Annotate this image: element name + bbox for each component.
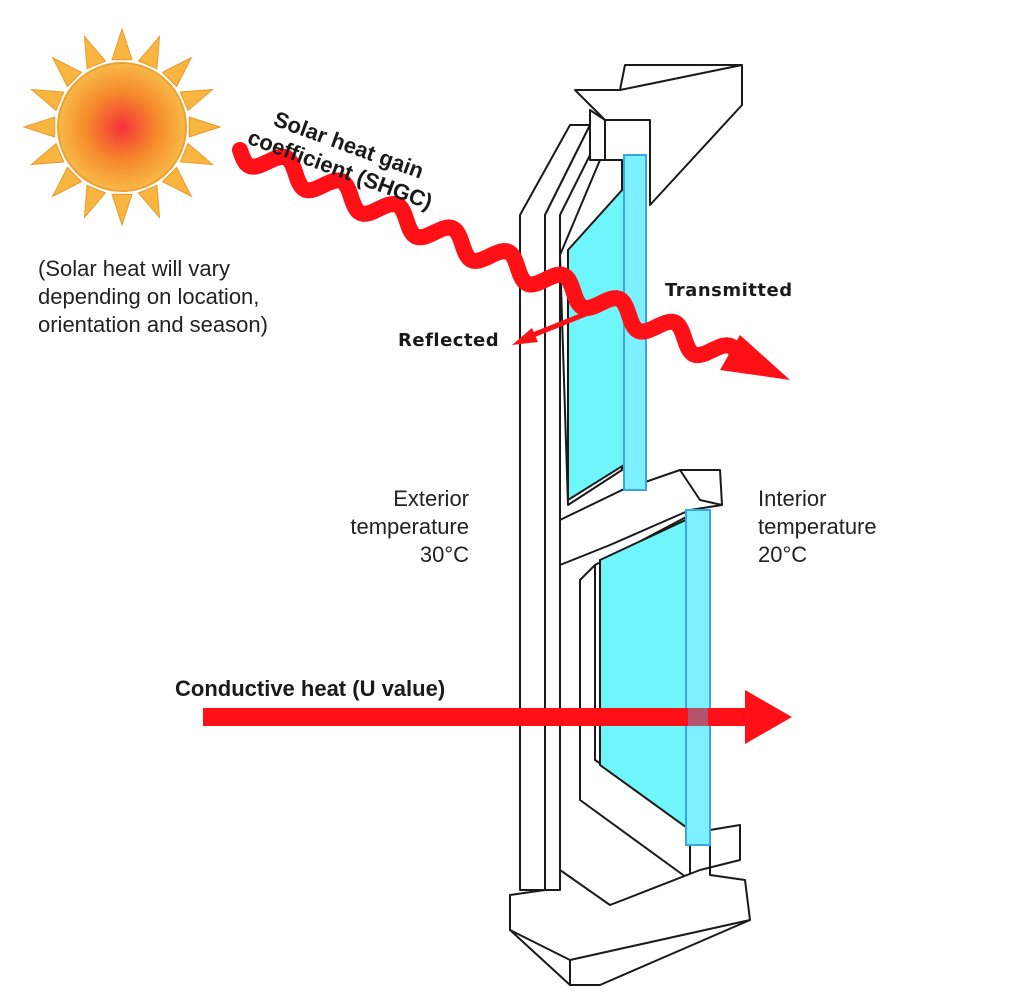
sun-ray xyxy=(179,142,215,166)
reflected-arrow-line xyxy=(527,302,609,340)
solar-wave xyxy=(232,142,748,370)
sun-ray xyxy=(29,88,65,112)
sill xyxy=(509,824,751,986)
sill-top-edge xyxy=(569,919,751,961)
sun-ray xyxy=(111,193,133,227)
head-edge xyxy=(619,64,743,91)
exterior-line2: temperature xyxy=(350,514,469,539)
solar-arrowhead xyxy=(720,335,790,380)
head-frame xyxy=(574,64,743,206)
sun-ray xyxy=(137,34,161,70)
solar-note-line1: (Solar heat will vary xyxy=(38,256,230,281)
sun-ray xyxy=(188,116,222,138)
interior-line3: 20°C xyxy=(758,542,808,567)
conductive-heat-label: Conductive heat (U value) xyxy=(175,676,446,701)
conductive-arrowhead xyxy=(745,690,792,744)
interior-line2: temperature xyxy=(758,514,877,539)
conductive-shaft xyxy=(203,708,748,726)
exterior-line1: Exterior xyxy=(393,486,469,511)
sun-ray xyxy=(22,116,56,138)
straight-arrow-icon xyxy=(203,690,792,744)
interior-temperature: Interior temperature 20°C xyxy=(758,485,877,569)
sun-icon xyxy=(22,27,222,227)
interior-line1: Interior xyxy=(758,486,827,511)
wavy-arrow-icon xyxy=(232,142,790,380)
conductive-glass-overlap xyxy=(688,708,708,726)
sun-ray xyxy=(137,184,161,220)
meeting-rail-edge xyxy=(679,469,723,506)
sun-ray xyxy=(51,166,83,198)
exterior-line3: 30°C xyxy=(419,542,469,567)
sun-ray xyxy=(83,184,107,220)
reflected-arrowhead xyxy=(512,328,538,345)
solar-note-line3: orientation and season) xyxy=(38,312,268,337)
sun-rays xyxy=(22,27,222,227)
sun-ray xyxy=(111,27,133,61)
lower-glass-edge xyxy=(685,509,711,846)
sun-ray xyxy=(29,142,65,166)
solar-note: (Solar heat will vary depending on locat… xyxy=(38,255,268,339)
sun-ray xyxy=(83,34,107,70)
sun-ray xyxy=(51,56,83,88)
transmitted-label: Transmitted xyxy=(665,280,793,301)
sun-disc xyxy=(57,62,187,192)
reflected-label: Reflected xyxy=(398,330,500,351)
sun-ray xyxy=(161,166,193,198)
upper-sash-top xyxy=(589,109,606,161)
sun-ray xyxy=(179,88,215,112)
exterior-temperature: Exterior temperature 30°C xyxy=(327,485,469,569)
solar-note-line2: depending on location, xyxy=(38,284,260,309)
sun-ray xyxy=(161,56,193,88)
